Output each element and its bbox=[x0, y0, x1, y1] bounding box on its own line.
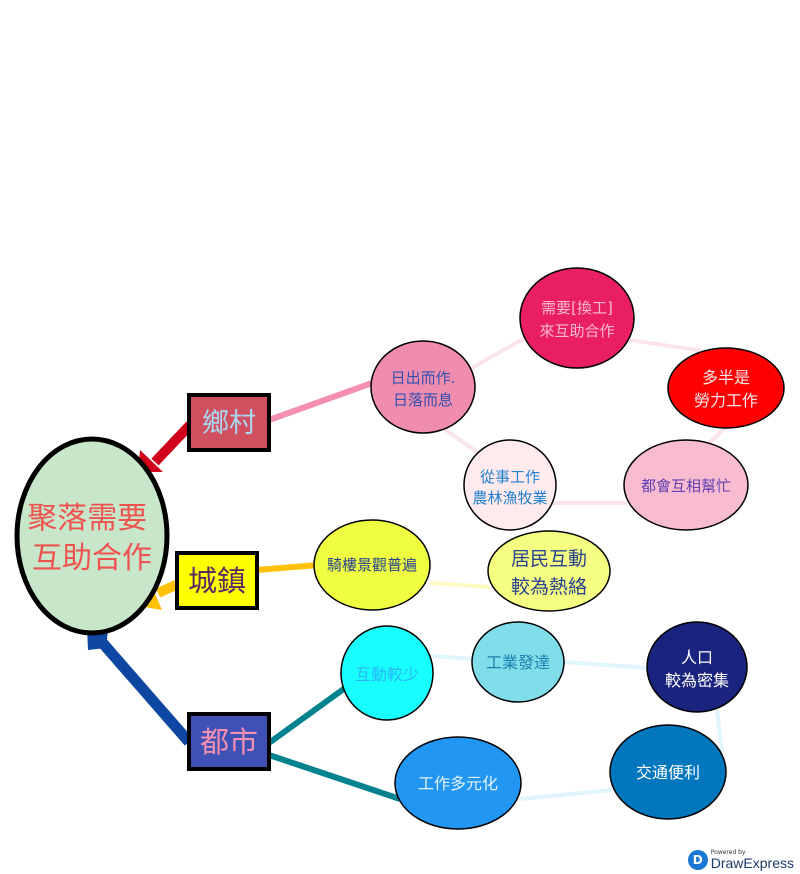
edge-rural1-rural2 bbox=[467, 336, 526, 372]
svg-text:人口較為密集: 人口較為密集 bbox=[665, 648, 729, 690]
svg-text:多半是勞力工作: 多半是勞力工作 bbox=[694, 368, 758, 410]
node-city3-line1: 人口 bbox=[681, 648, 713, 667]
drawexpress-logo-icon: D bbox=[687, 850, 708, 870]
category-rural[interactable]: 鄉村 bbox=[187, 393, 271, 452]
node-rural1-line1: 日出而作. bbox=[391, 369, 456, 387]
node-rural2[interactable]: 需要[換工] 來互助合作 bbox=[519, 267, 635, 369]
node-city5-line1: 交通便利 bbox=[636, 763, 700, 782]
node-city5[interactable]: 交通便利 bbox=[609, 724, 727, 820]
category-city-label: 都市 bbox=[200, 725, 258, 759]
node-city3-line2: 較為密集 bbox=[665, 671, 729, 690]
node-rural2-line2: 來互助合作 bbox=[539, 322, 614, 340]
edge-rural2-rural3 bbox=[629, 338, 704, 353]
svg-text:從事工作農林漁牧業: 從事工作農林漁牧業 bbox=[472, 468, 547, 507]
category-town[interactable]: 城鎮 bbox=[175, 551, 259, 610]
arrow-city-shaft bbox=[95, 636, 194, 746]
node-city4-line1: 工作多元化 bbox=[418, 774, 498, 793]
edge-town-town1 bbox=[256, 562, 319, 573]
node-town1-line1: 騎樓景觀普遍 bbox=[327, 556, 417, 574]
node-rural4-line1: 從事工作 bbox=[480, 468, 540, 486]
node-rural2-line1: 需要[換工] bbox=[541, 299, 613, 317]
node-rural4[interactable]: 從事工作農林漁牧業 bbox=[463, 439, 557, 531]
logo-brand: DrawExpress bbox=[710, 855, 794, 871]
node-city3[interactable]: 人口較為密集 bbox=[646, 621, 748, 713]
edge-town1-town2 bbox=[429, 581, 491, 589]
node-rural1[interactable]: 日出而作. 日落而息 bbox=[370, 340, 476, 434]
node-rural5[interactable]: 都會互相幫忙 bbox=[623, 439, 749, 531]
node-city1-line1: 互動較少 bbox=[355, 665, 419, 684]
central-line2: 互助合作 bbox=[32, 541, 152, 576]
node-town1[interactable]: 騎樓景觀普遍 bbox=[313, 519, 431, 611]
connectors bbox=[256, 336, 727, 802]
edge-rural3-rural5 bbox=[706, 426, 727, 446]
category-town-label: 城鎮 bbox=[188, 564, 246, 598]
node-rural3[interactable]: 多半是勞力工作 bbox=[667, 347, 785, 429]
node-city1[interactable]: 互動較少 bbox=[340, 625, 434, 721]
drawexpress-logo: D Powered by DrawExpress bbox=[687, 849, 794, 871]
node-city2[interactable]: 工業發達 bbox=[471, 621, 565, 703]
logo-powered-by: Powered by bbox=[710, 849, 746, 856]
node-town2-line2: 較為熱絡 bbox=[511, 576, 587, 598]
central-node[interactable]: 聚落需要 互助合作 bbox=[14, 436, 170, 636]
svg-text:居民互動較為熱絡: 居民互動較為熱絡 bbox=[511, 548, 587, 598]
svg-text:日出而作.日落而息: 日出而作. 日落而息 bbox=[391, 369, 456, 409]
node-rural5-line1: 都會互相幫忙 bbox=[641, 477, 731, 495]
category-city[interactable]: 都市 bbox=[187, 712, 271, 771]
svg-text:需要[換工]來互助合作: 需要[換工] 來互助合作 bbox=[539, 299, 614, 340]
arrow-town-shaft bbox=[155, 579, 181, 598]
edge-city2-city3 bbox=[563, 660, 649, 670]
edge-rural-rural1 bbox=[267, 380, 374, 423]
edge-city-city1 bbox=[267, 685, 347, 746]
edge-city-city4 bbox=[268, 752, 401, 802]
edge-city3-city5 bbox=[715, 709, 724, 753]
node-town2-line1: 居民互動 bbox=[511, 548, 587, 570]
node-city2-line1: 工業發達 bbox=[486, 653, 550, 672]
node-city4[interactable]: 工作多元化 bbox=[394, 736, 522, 830]
edge-city1-city2 bbox=[432, 654, 473, 661]
arrow-rural-shaft bbox=[151, 421, 194, 466]
node-rural1-line2: 日落而息 bbox=[393, 391, 453, 409]
edge-city4-city5 bbox=[519, 788, 613, 801]
node-rural3-line1: 多半是 bbox=[702, 368, 750, 387]
central-line1: 聚落需要 bbox=[27, 501, 147, 536]
category-rural-label: 鄉村 bbox=[202, 408, 256, 439]
edge-rural1-rural4 bbox=[441, 426, 479, 454]
node-town2[interactable]: 居民互動較為熱絡 bbox=[487, 530, 611, 612]
node-rural3-line2: 勞力工作 bbox=[694, 391, 758, 410]
svg-text:聚落需要 互助合作: 聚落需要 互助合作 bbox=[27, 501, 157, 576]
node-rural4-line2: 農林漁牧業 bbox=[472, 489, 547, 507]
